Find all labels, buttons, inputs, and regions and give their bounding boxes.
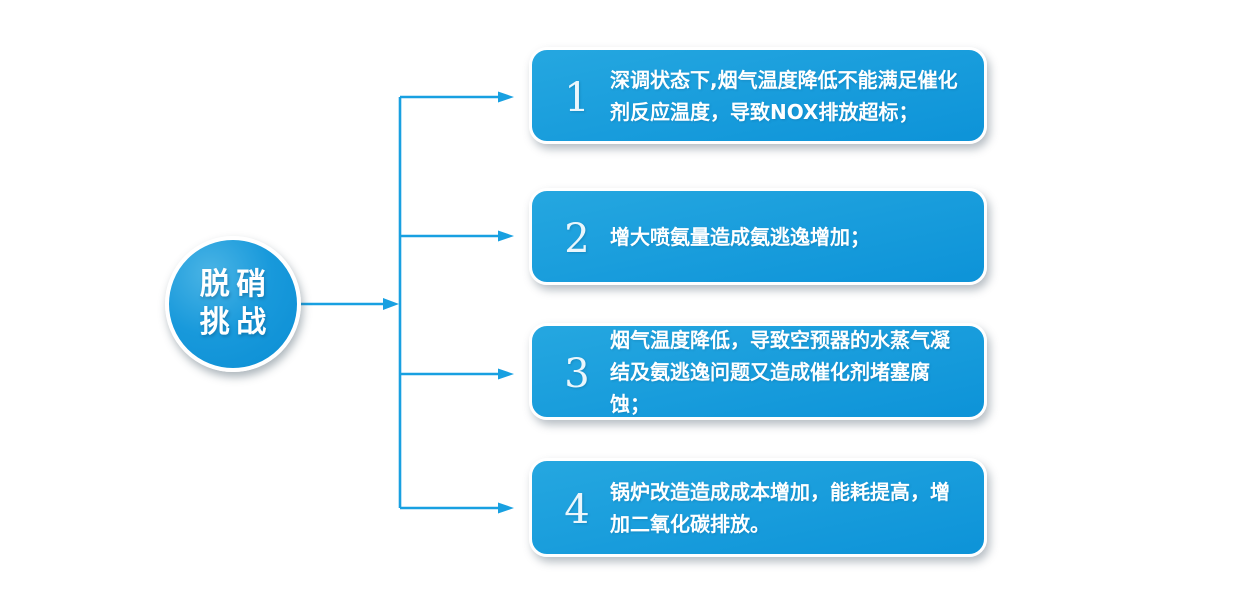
box-text: 深调状态下,烟气温度降低不能满足催化剂反应温度，导致NOX排放超标； <box>610 67 958 124</box>
challenge-box-4: 4 锅炉改造造成成本增加，能耗提高，增加二氧化碳排放。 <box>529 458 987 557</box>
box-text: 增大喷氨量造成氨逃逸增加； <box>610 224 870 249</box>
arrow-right-icon <box>498 368 514 380</box>
box-number: 3 <box>564 350 590 397</box>
challenge-circle: 脱硝 挑战 <box>165 236 301 372</box>
box-number: 2 <box>564 215 590 262</box>
arrow-right-icon <box>383 298 399 310</box>
challenge-box-3: 3 烟气温度降低，导致空预器的水蒸气凝结及氨逃逸问题又造成催化剂堵塞腐蚀； <box>529 323 987 420</box>
arrow-right-icon <box>498 91 514 103</box>
challenge-box-1: 1 深调状态下,烟气温度降低不能满足催化剂反应温度，导致NOX排放超标； <box>529 47 987 144</box>
challenge-box-2: 2 增大喷氨量造成氨逃逸增加； <box>529 188 987 285</box>
arrow-right-icon <box>498 230 514 242</box>
box-text: 锅炉改造造成成本增加，能耗提高，增加二氧化碳排放。 <box>610 479 950 536</box>
circle-label-line1: 脱硝 <box>199 267 273 302</box>
circle-label-line2: 挑战 <box>199 305 273 340</box>
box-number: 1 <box>564 74 590 121</box>
box-text: 烟气温度降低，导致空预器的水蒸气凝结及氨逃逸问题又造成催化剂堵塞腐蚀； <box>610 327 950 416</box>
arrow-right-icon <box>498 502 514 514</box>
box-number: 4 <box>564 486 590 533</box>
